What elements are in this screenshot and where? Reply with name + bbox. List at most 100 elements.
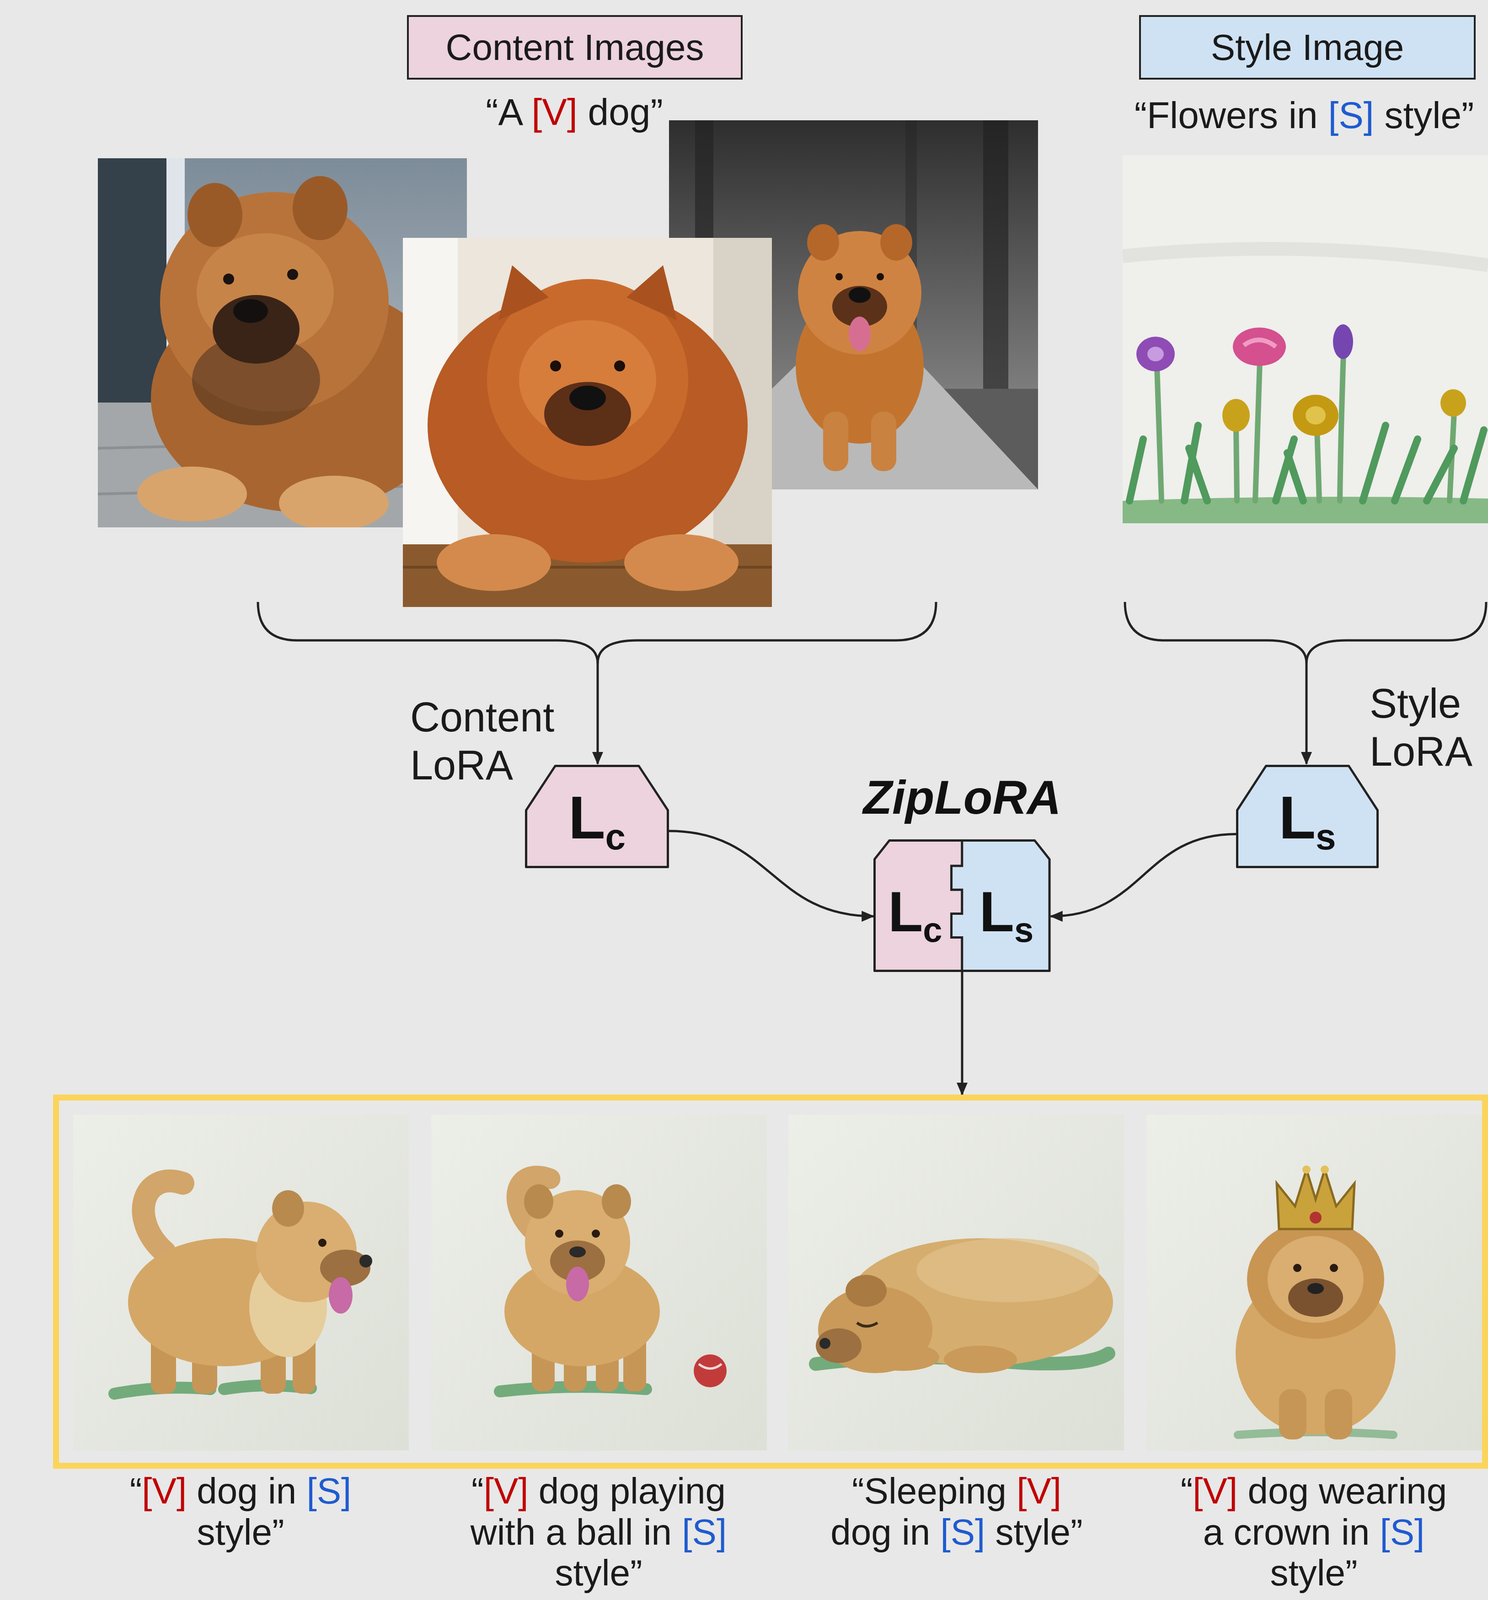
lora-letter: L (888, 879, 923, 943)
generated-image (1329, 1263, 1339, 1272)
generated-image (566, 1266, 589, 1301)
dog-photo (823, 411, 849, 472)
text-line: Ls (979, 882, 1034, 948)
bracket (257, 601, 937, 664)
connector-arrow (960, 971, 964, 1095)
generated-image (431, 1114, 767, 1451)
generated-image (1146, 1114, 1483, 1451)
connector-arrow (1050, 833, 1237, 916)
generated-image (73, 1114, 409, 1451)
lora-label: Content LoRA (410, 693, 566, 790)
bracket (1305, 662, 1308, 764)
text-slot: Style LoRA (1369, 679, 1484, 777)
style-lora-block: Style LoRALs (1236, 764, 1379, 868)
text-run: style” (554, 1552, 643, 1593)
dog-photo (624, 534, 739, 591)
dog-photo (187, 182, 243, 247)
style-painting (1440, 389, 1467, 417)
generated-image (524, 1183, 554, 1219)
prompt-caption: “[V] dog in [S] style” (103, 1470, 378, 1553)
text-run: L (568, 783, 606, 852)
dog-photo (212, 294, 300, 364)
bracket (596, 662, 600, 764)
generated-image (788, 1114, 1125, 1451)
lora-letter: L (979, 879, 1015, 943)
generated-image (601, 1183, 632, 1219)
dog-photo (876, 272, 884, 281)
dog-photo (614, 360, 626, 372)
text-slot: Lc (524, 775, 670, 868)
generated-image (698, 1363, 722, 1369)
placeholder-token: [V] (1192, 1470, 1238, 1511)
style-painting (1305, 406, 1326, 425)
dog-photo (223, 273, 235, 285)
text-run: Content Images (445, 26, 705, 68)
placeholder-token: [V] (141, 1470, 187, 1511)
text-run: ZipLoRA (862, 770, 1061, 824)
lora-label: Style LoRA (1369, 679, 1484, 777)
prompt-caption: “Sleeping [V] dog in [S] style” (819, 1470, 1094, 1553)
generated-image (1279, 1388, 1307, 1440)
style-image-box: Style Image (1139, 15, 1476, 80)
generated-image (1307, 1282, 1324, 1294)
placeholder-token: [S] (940, 1511, 986, 1553)
ziplora-block-outline (951, 840, 1050, 971)
content-lora-block-outline (526, 765, 669, 868)
connector-arrow (669, 830, 874, 917)
text-run: c (922, 909, 943, 949)
dog-photo (402, 237, 772, 607)
text-run: dog in (830, 1511, 941, 1553)
text-run: L (888, 879, 923, 943)
text-slot: Ls (965, 857, 1048, 972)
output-frame-outline (56, 1097, 1486, 1466)
text-slot: ZipLoRA (862, 770, 1061, 825)
output-frame-outline (53, 1094, 1488, 1469)
dog-photo (848, 287, 871, 303)
generated-image (693, 1354, 727, 1387)
lora-subscript: s (1014, 909, 1034, 949)
generated-image (143, 1180, 183, 1252)
text-run: s (1315, 816, 1337, 857)
style-painting (1232, 327, 1286, 366)
ziplora-block: ZipLoRALcLs (873, 839, 1051, 972)
text-run: style” (196, 1511, 284, 1553)
text-slot: Content Images (406, 15, 743, 80)
prompt-caption: “[V] dog wearing a crown in [S] style” (1176, 1470, 1451, 1594)
dog-photo (848, 316, 871, 352)
dog-photo (137, 466, 247, 522)
dog-photo (569, 385, 606, 411)
generated-image (504, 1256, 660, 1366)
dog-photo (807, 224, 840, 261)
text-slot: Lc (877, 857, 954, 972)
generated-image (328, 1276, 353, 1314)
placeholder-token: [S] (681, 1511, 727, 1553)
box-title: Style Image (1210, 26, 1404, 68)
content-lora-block: Content LoRALc (524, 764, 670, 868)
generated-image (318, 1238, 327, 1247)
text-run: Content LoRA (410, 694, 555, 788)
dog-photo (233, 299, 268, 323)
style-image-box-outline (1140, 16, 1475, 79)
generated-image (1288, 1278, 1344, 1317)
placeholder-token: [S] (1327, 94, 1374, 136)
style-painting (1332, 324, 1354, 359)
dog-photo (550, 360, 562, 372)
generated-image (1247, 1219, 1385, 1339)
lora-letter: L (568, 783, 606, 852)
prompt-label: “A [V] dog” (391, 89, 758, 135)
text-run: dog” (577, 90, 664, 133)
text-line: Lc (568, 787, 626, 856)
generated-image (1267, 1235, 1364, 1323)
dog-photo (544, 381, 632, 446)
generated-image (569, 1246, 586, 1258)
prompt-label: “Flowers in [S] style” (1121, 92, 1488, 138)
text-slot: Content LoRA (410, 693, 566, 790)
ziplora-block-outline (874, 840, 1050, 971)
text-run: “Sleeping (851, 1470, 1017, 1511)
generated-image (1302, 1165, 1311, 1174)
generated-image (1293, 1263, 1302, 1272)
style-painting (1136, 336, 1175, 372)
text-slot: “[V] dog wearing a crown in [S] style” (1176, 1470, 1451, 1594)
dog-photo (871, 411, 897, 472)
